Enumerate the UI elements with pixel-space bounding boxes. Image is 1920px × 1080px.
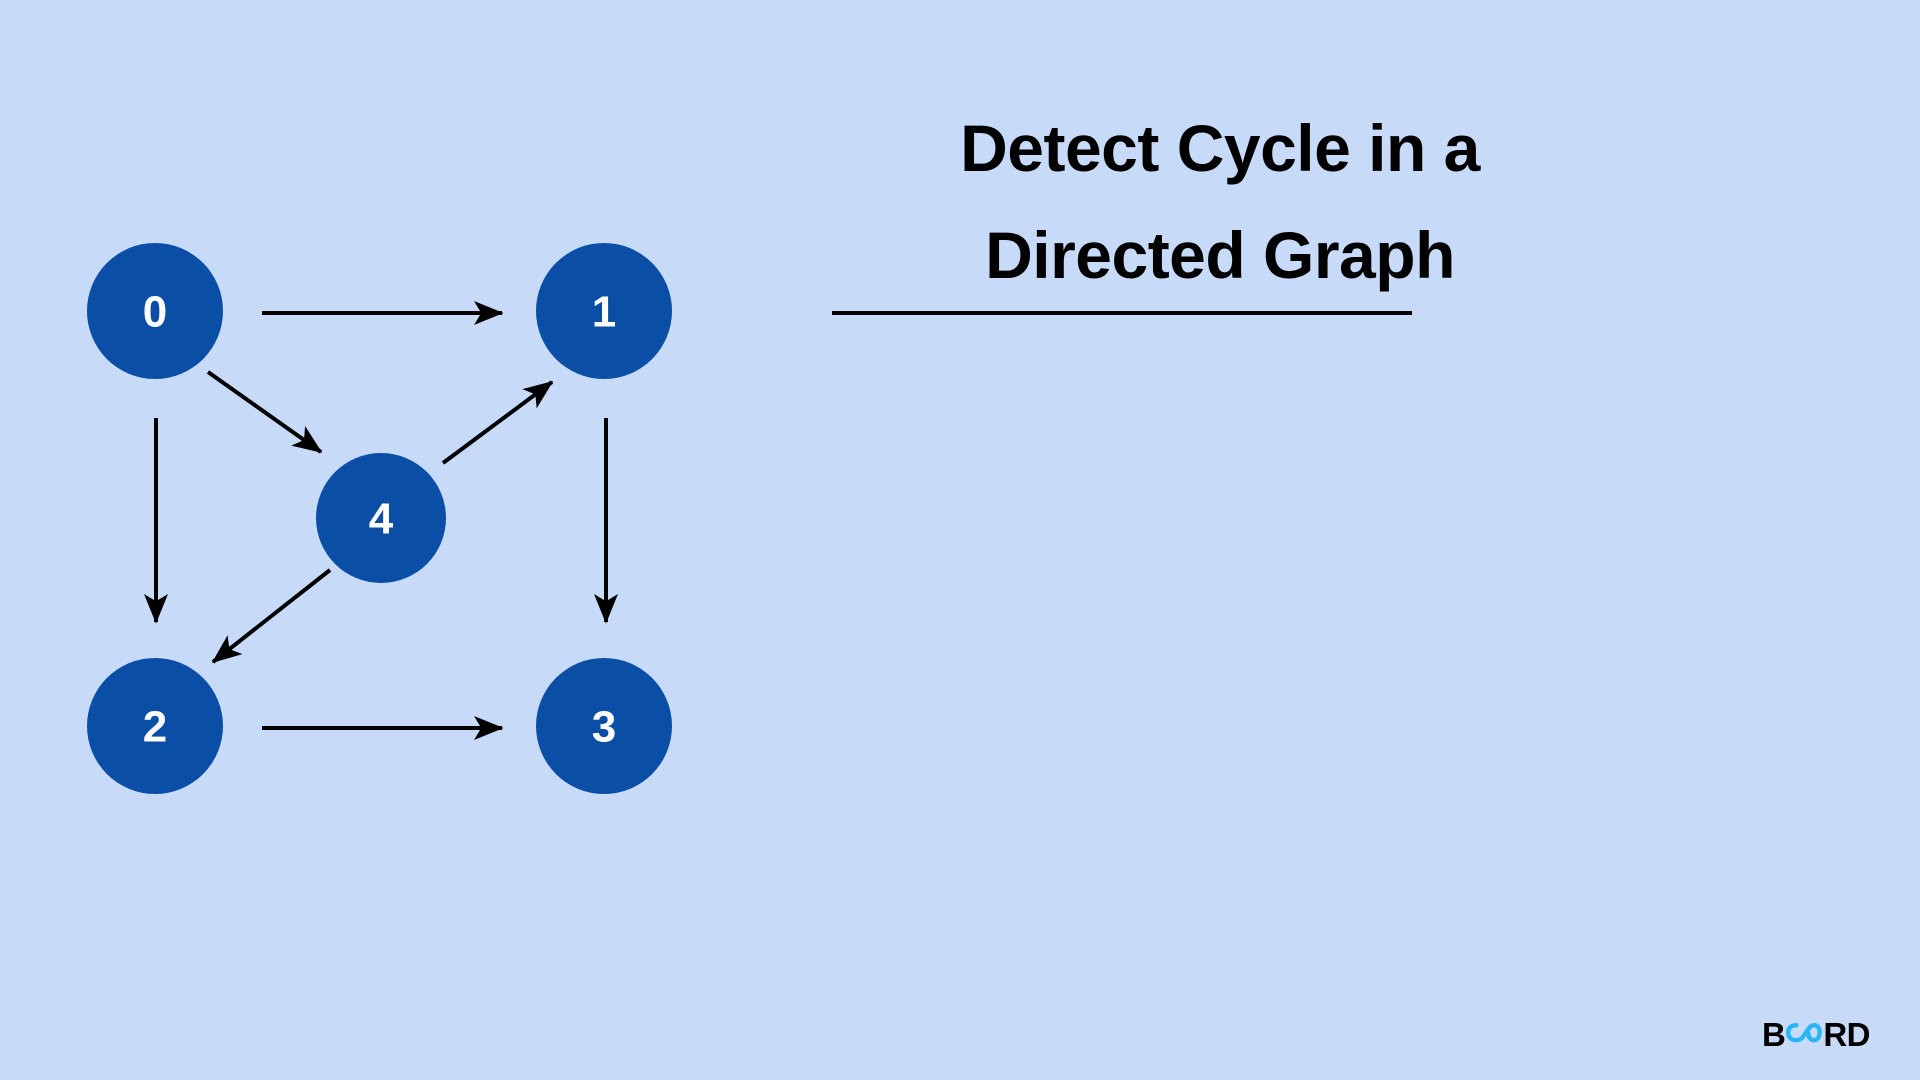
graph-node-4[interactable]: 4 (316, 453, 446, 583)
graph-edge-4-to-1 (441, 380, 554, 465)
edge-layer (144, 300, 619, 740)
graph-node-circle-1 (536, 243, 672, 379)
graph-node-circle-2 (87, 658, 223, 794)
graph-node-label-1: 1 (592, 288, 616, 337)
graph-node-circle-3 (536, 658, 672, 794)
graph-node-2[interactable]: 2 (87, 658, 223, 794)
graph-node-1[interactable]: 1 (536, 243, 672, 379)
graph-node-label-0: 0 (143, 288, 167, 337)
logo-text-suffix: RD (1823, 1016, 1871, 1053)
title-panel: Detect Cycle in a Directed Graph (820, 0, 1920, 1080)
graph-node-label-3: 3 (592, 703, 616, 752)
graph-edge-0-to-4 (206, 370, 323, 454)
graph-node-3[interactable]: 3 (536, 658, 672, 794)
logo-text-prefix: B (1762, 1016, 1786, 1053)
page-title: Detect Cycle in a Directed Graph (960, 111, 1480, 292)
graph-node-circle-4 (316, 453, 446, 583)
graph-node-circle-0 (87, 243, 223, 379)
graph-node-0[interactable]: 0 (87, 243, 223, 379)
board-logo[interactable]: B RD (1762, 1016, 1871, 1053)
title-underline-rule (832, 311, 1412, 315)
graph-edge-4-to-2 (211, 568, 332, 664)
graph-diagram-panel: 0 1 4 2 3 (0, 0, 820, 1080)
graph-node-label-4: 4 (369, 495, 394, 544)
graph-node-label-2: 2 (143, 703, 167, 752)
directed-graph-svg: 0 1 4 2 3 (87, 243, 672, 794)
infinity-icon (1786, 1018, 1823, 1051)
node-layer: 0 1 4 2 3 (87, 243, 672, 794)
